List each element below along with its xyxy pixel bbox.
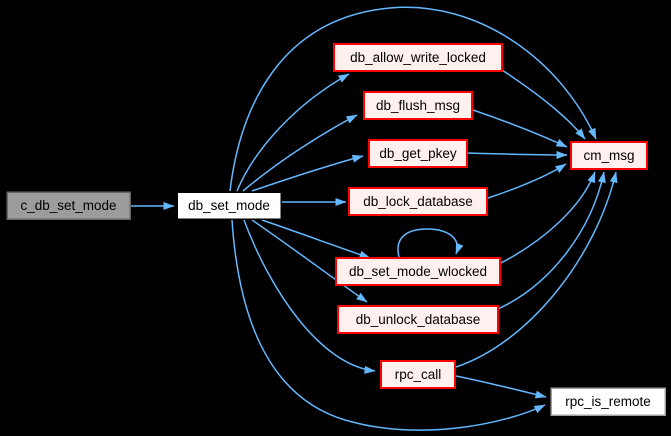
- node-label-cm_msg: cm_msg: [583, 148, 634, 163]
- node-label-db_set_mode: db_set_mode: [188, 198, 270, 213]
- node-label-db_allow_write_locked: db_allow_write_locked: [350, 50, 486, 65]
- edge-db_set_mode_wlocked-to-cm_msg: [500, 171, 596, 264]
- node-db_unlock_database[interactable]: db_unlock_database: [337, 305, 499, 334]
- node-label-c_db_set_mode: c_db_set_mode: [20, 198, 116, 213]
- node-db_flush_msg[interactable]: db_flush_msg: [363, 91, 473, 120]
- node-box-db_flush_msg: [363, 91, 473, 120]
- node-box-db_set_mode: [176, 191, 282, 220]
- node-c_db_set_mode[interactable]: c_db_set_mode: [6, 191, 131, 220]
- edge-db_set_mode-to-rpc_call: [243, 219, 376, 374]
- node-box-db_get_pkey: [368, 139, 468, 168]
- node-rpc_is_remote[interactable]: rpc_is_remote: [550, 387, 666, 416]
- node-label-db_lock_database: db_lock_database: [363, 194, 473, 209]
- edge-db_set_mode-to-db_allow_write_locked: [236, 73, 350, 192]
- node-label-db_flush_msg: db_flush_msg: [376, 98, 460, 113]
- edge-db_flush_msg-to-cm_msg: [472, 109, 568, 148]
- node-label-rpc_call: rpc_call: [395, 367, 442, 382]
- edge-rpc_call-to-cm_msg: [455, 171, 618, 368]
- edge-db_set_mode-to-db_unlock_database: [251, 219, 368, 303]
- edge-db_set_mode-to-db_flush_msg: [242, 114, 358, 192]
- node-box-db_unlock_database: [337, 305, 499, 334]
- node-box-rpc_is_remote: [550, 387, 666, 416]
- node-cm_msg[interactable]: cm_msg: [570, 141, 648, 170]
- edges-layer: [131, 6, 618, 431]
- node-label-db_unlock_database: db_unlock_database: [356, 312, 481, 327]
- node-label-db_get_pkey: db_get_pkey: [379, 146, 457, 161]
- node-db_set_mode[interactable]: db_set_mode: [176, 191, 282, 220]
- node-rpc_call[interactable]: rpc_call: [380, 360, 456, 389]
- edge-db_set_mode-to-db_set_mode_wlocked: [261, 219, 371, 259]
- node-db_get_pkey[interactable]: db_get_pkey: [368, 139, 468, 168]
- edge-db_set_mode_wlocked-to-db_set_mode_wlocked: [397, 228, 464, 258]
- edge-db_set_mode-to-cm_msg: [229, 6, 597, 192]
- node-box-c_db_set_mode: [6, 191, 131, 220]
- node-label-db_set_mode_wlocked: db_set_mode_wlocked: [349, 264, 487, 279]
- node-box-rpc_call: [380, 360, 456, 389]
- edge-db_allow_write_locked-to-cm_msg: [501, 69, 586, 140]
- node-box-cm_msg: [570, 141, 648, 170]
- node-db_set_mode_wlocked[interactable]: db_set_mode_wlocked: [335, 257, 501, 286]
- node-label-rpc_is_remote: rpc_is_remote: [565, 394, 651, 409]
- node-box-db_lock_database: [348, 187, 488, 216]
- edge-db_set_mode-to-rpc_is_remote: [231, 219, 546, 431]
- edge-db_lock_database-to-cm_msg: [487, 163, 567, 199]
- edge-db_set_mode-to-db_get_pkey: [251, 154, 364, 192]
- edge-db_get_pkey-to-cm_msg: [466, 150, 568, 159]
- node-db_lock_database[interactable]: db_lock_database: [348, 187, 488, 216]
- node-box-db_set_mode_wlocked: [335, 257, 501, 286]
- edge-db_unlock_database-to-cm_msg: [497, 171, 606, 310]
- node-db_allow_write_locked[interactable]: db_allow_write_locked: [333, 43, 503, 72]
- node-box-db_allow_write_locked: [333, 43, 503, 72]
- edge-rpc_call-to-rpc_is_remote: [455, 375, 547, 399]
- nodes-layer: c_db_set_mode db_set_mode db_allow_write_l…: [6, 43, 666, 416]
